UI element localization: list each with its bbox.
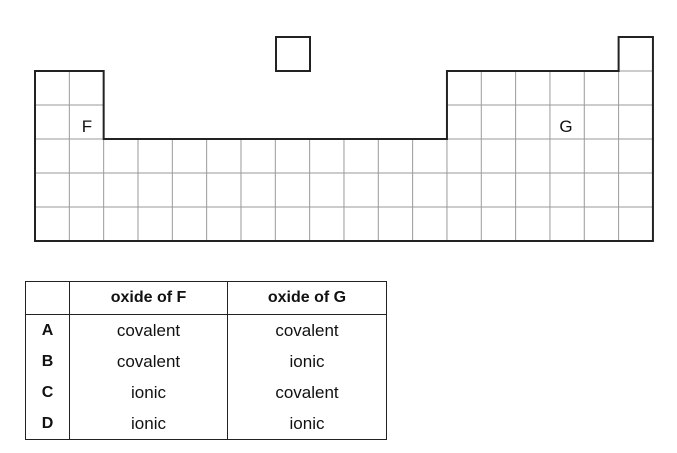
header-oxide-of-g: oxide of G bbox=[227, 281, 387, 315]
element-label-F: F bbox=[82, 117, 92, 136]
table-row: B covalent ionic bbox=[25, 346, 387, 377]
option-oxide-f: ionic bbox=[69, 377, 228, 408]
option-key: B bbox=[25, 346, 70, 377]
option-oxide-f: covalent bbox=[69, 346, 228, 377]
header-blank-cell bbox=[25, 281, 70, 315]
periodic-table-grid-lines bbox=[35, 70, 653, 241]
table-row: D ionic ionic bbox=[25, 408, 387, 440]
option-oxide-g: covalent bbox=[227, 377, 387, 408]
periodic-table-border bbox=[34, 36, 654, 242]
table-header-row: oxide of F oxide of G bbox=[25, 281, 387, 315]
option-oxide-g: covalent bbox=[227, 314, 387, 346]
option-oxide-f: covalent bbox=[69, 314, 228, 346]
table-row: A covalent covalent bbox=[25, 314, 387, 346]
periodic-table-outer-border bbox=[34, 36, 654, 242]
option-oxide-g: ionic bbox=[227, 408, 387, 440]
option-key: C bbox=[25, 377, 70, 408]
answer-options-table: oxide of F oxide of G A covalent covalen… bbox=[25, 281, 387, 440]
option-oxide-g: ionic bbox=[227, 346, 387, 377]
option-oxide-f: ionic bbox=[69, 408, 228, 440]
isolated-box-above-table bbox=[275, 36, 311, 72]
option-key: D bbox=[25, 408, 70, 440]
element-label-G: G bbox=[559, 117, 572, 136]
option-key: A bbox=[25, 314, 70, 346]
periodic-table-outline: F G bbox=[34, 36, 654, 242]
header-oxide-of-f: oxide of F bbox=[69, 281, 228, 315]
table-row: C ionic covalent bbox=[25, 377, 387, 408]
